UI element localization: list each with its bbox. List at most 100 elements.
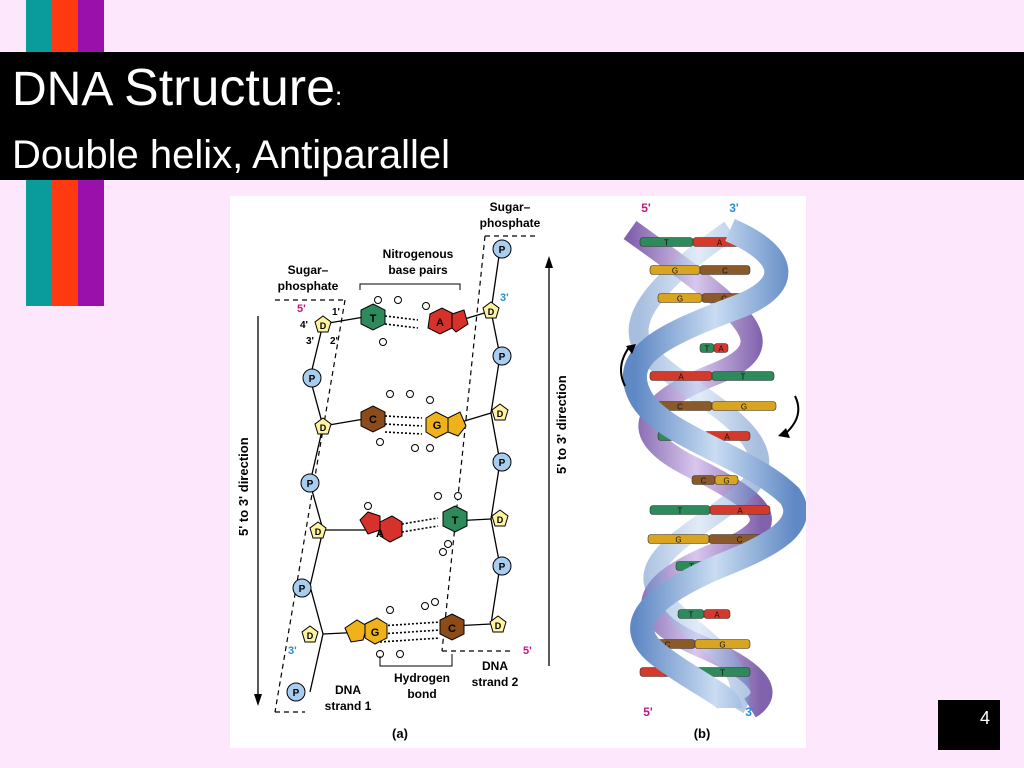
hydrogen-bracket: [379, 654, 453, 667]
helix-rung-right: [703, 609, 731, 619]
prime-5-bottom: 5': [523, 645, 532, 657]
helix-rung-right: [699, 265, 751, 275]
sugar-label: D: [497, 515, 504, 525]
sugar-label: D: [497, 409, 504, 419]
helix-rung-left-label: C: [677, 403, 683, 412]
title-structure: Structure: [124, 59, 336, 117]
sugar: D: [314, 315, 332, 333]
base-guanine-ring: [447, 411, 467, 437]
panel-b-label: (b): [694, 726, 711, 741]
helix-rung-left-label: C: [701, 477, 707, 486]
strand1-line2: strand 1: [325, 699, 372, 713]
pair-2: C G: [360, 405, 467, 439]
nitrogenous-line2: base pairs: [388, 263, 448, 277]
slide-title: DNA Structure:: [12, 60, 342, 124]
decor-bar-teal-top: [26, 0, 52, 52]
base-pair1-right-label: A: [436, 317, 444, 329]
helix-rung-left-label: A: [678, 373, 684, 382]
helix-rung-left-label: C: [665, 641, 671, 650]
helix-rung-right-label: G: [741, 403, 747, 412]
right-arrowhead: [545, 256, 553, 268]
atoms: [364, 296, 462, 658]
panel-a: 5' to 3' direction 5' to 3' direction: [236, 200, 569, 741]
sugar-phosphate-right-line2: phosphate: [480, 216, 541, 230]
carbon-2-label: 2': [330, 336, 338, 347]
phosphate: P: [492, 239, 512, 259]
dna-figure-svg: 5' to 3' direction 5' to 3' direction: [236, 200, 806, 741]
strand2-line1: DNA: [482, 659, 508, 673]
hydrogen-line1: Hydrogen: [394, 671, 450, 685]
slide-subtitle: Double helix, Antiparallel: [12, 133, 451, 177]
strand2-line2: strand 2: [472, 675, 519, 689]
strand2-phosphates: P P P P: [492, 239, 512, 576]
rotation-arrow-right: [784, 395, 800, 435]
sugar-phosphate-left-line2: phosphate: [278, 279, 339, 293]
decor-bar-purple-bottom: [78, 180, 104, 306]
helix-rung-right: [713, 343, 729, 353]
helix-rung-right-label: A: [714, 611, 720, 620]
base-cytosine-2: [439, 613, 465, 641]
sugar-label: D: [315, 527, 322, 537]
decor-bar-teal-bottom: [26, 180, 52, 306]
helix-bottom-5-prime: 5': [643, 705, 653, 719]
pair-1: T A: [360, 303, 469, 335]
phosphate-label: P: [499, 458, 506, 469]
phosphate: P: [302, 368, 322, 388]
sugar-phosphate-right-line1: Sugar–: [490, 200, 531, 214]
left-arrowhead: [254, 694, 262, 706]
hydrogen-bonds: [379, 315, 441, 643]
direction-left-label: 5' to 3' direction: [236, 437, 251, 536]
pair-4: G C: [344, 613, 465, 645]
helix-rung-left-label: T: [705, 345, 710, 354]
helix-rung-right-label: A: [717, 239, 723, 248]
helix-rung-right: [709, 505, 771, 515]
phosphate: P: [300, 473, 320, 493]
strand2-sugars: D D D D: [482, 301, 509, 633]
helix-rung-right-label: A: [724, 433, 730, 442]
phosphate: P: [492, 556, 512, 576]
panel-a-label: (a): [392, 726, 408, 741]
title-band: [0, 52, 1024, 180]
helix-rung-right-label: G: [719, 641, 725, 650]
base-adenine-ring: [451, 309, 469, 333]
sugar: D: [489, 615, 507, 633]
helix-rung-right-label: C: [722, 267, 728, 276]
phosphate: P: [292, 578, 312, 598]
helix-rung-right-label: G: [723, 477, 729, 486]
sugar: D: [482, 301, 500, 319]
carbon-4-label: 4': [300, 320, 308, 331]
base-pair3-left-label: A: [376, 528, 384, 540]
phosphate: P: [492, 452, 512, 472]
helix-rung-right: [711, 371, 775, 381]
sugar: D: [491, 403, 509, 421]
phosphate-label: P: [309, 374, 316, 385]
strand1-sugars: D D D D: [301, 315, 332, 643]
page-number-box: 4: [938, 700, 1000, 750]
phosphate-label: P: [307, 479, 314, 490]
strand1-line1: DNA: [335, 683, 361, 697]
sugar: D: [491, 509, 509, 527]
helix-rung-right-label: C: [721, 295, 727, 304]
phosphate-label: P: [499, 352, 506, 363]
helix-rung-left-label: G: [675, 536, 681, 545]
helix-rung-right: [711, 401, 777, 411]
helix-rung-left-label: T: [664, 239, 669, 248]
phosphate-label: P: [293, 688, 300, 699]
direction-right-label: 5' to 3' direction: [554, 375, 569, 474]
helix-top-5-prime: 5': [641, 201, 651, 215]
base-thymine: [360, 303, 386, 331]
helix-bottom-3-prime: 3': [745, 705, 755, 719]
helix-rung-left-label: T: [689, 611, 694, 620]
rotation-arrowhead-left: [626, 344, 636, 354]
sugar-label: D: [320, 423, 327, 433]
sugar-label: D: [495, 621, 502, 631]
helix-backbone-blue: [623, 218, 806, 712]
rotation-arrowhead-right: [778, 428, 790, 438]
strand1-dashed-boundary: [274, 299, 346, 713]
sugar: D: [309, 521, 327, 539]
helix-rung-right-label: A: [737, 507, 743, 516]
sugar: D: [301, 625, 319, 643]
base-pair2-right-label: G: [433, 420, 442, 432]
sugar-label: D: [307, 631, 314, 641]
